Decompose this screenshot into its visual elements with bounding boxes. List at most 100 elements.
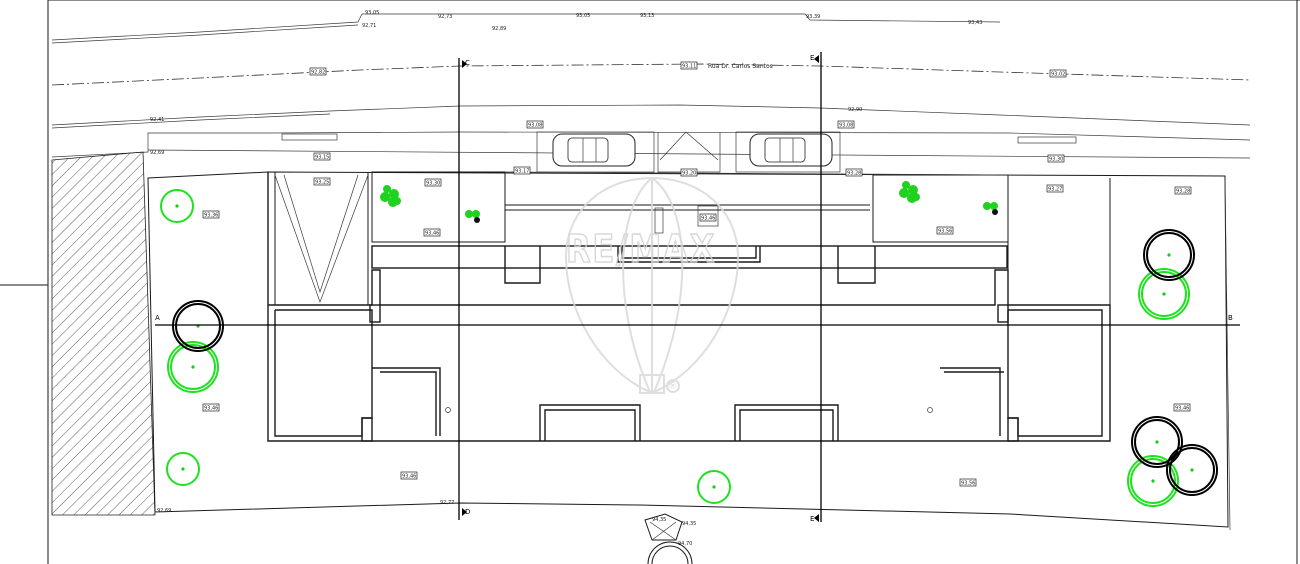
tree-icon — [1166, 444, 1218, 496]
svg-text:93,25: 93,25 — [315, 180, 329, 186]
level-tag: 92,82 — [309, 67, 327, 76]
elevation-label: 92,89 — [492, 26, 506, 32]
street-front — [281, 131, 1077, 234]
svg-text:93,30: 93,30 — [426, 181, 440, 187]
watermark-mark: ® — [669, 382, 678, 392]
tree-icon — [166, 452, 200, 486]
elevation-label: 93,13 — [640, 13, 654, 19]
level-tags: 92,82 93,11 93,02 93,08 93,08 93,15 93,3… — [202, 61, 1192, 487]
svg-text:93,27: 93,27 — [1048, 187, 1062, 193]
svg-text:93,20: 93,20 — [682, 171, 696, 177]
level-tag: 93,25 — [313, 177, 331, 186]
svg-text:93,46: 93,46 — [402, 474, 416, 480]
elevation-label: 94,70 — [678, 541, 692, 547]
section-markers: A B C D E E — [155, 54, 1233, 523]
svg-text:93,08: 93,08 — [839, 123, 853, 129]
tree-icon — [1143, 229, 1195, 281]
elevation-label: 92,77 — [440, 500, 454, 506]
level-tag: 93,46 — [1173, 403, 1191, 412]
elevation-label: 93,39 — [806, 14, 820, 20]
elevation-label: 93,05 — [576, 13, 590, 19]
shrub-icon — [983, 202, 998, 215]
svg-text:93,30: 93,30 — [1049, 157, 1063, 163]
level-tag: 93,56 — [959, 478, 977, 487]
level-tag: 93,30 — [424, 178, 442, 187]
watermark-text: RE/MAX — [566, 227, 716, 271]
remax-watermark: RE/MAX ® — [564, 176, 740, 394]
tree-icon — [160, 189, 194, 223]
bottom-entrance — [644, 513, 693, 564]
ramp-block — [274, 172, 369, 305]
svg-text:92,82: 92,82 — [311, 70, 325, 76]
elevation-label: 92,69 — [157, 508, 171, 514]
section-label-c-bottom: D — [465, 508, 470, 516]
car-left — [552, 133, 636, 167]
svg-text:93,46: 93,46 — [1175, 406, 1189, 412]
elevation-label: 94,35 — [682, 521, 696, 527]
elevation-label: 93,05 — [365, 10, 379, 16]
road-edges — [51, 13, 1251, 159]
level-tag: 93,28 — [1174, 186, 1192, 195]
elevation-label: 92,69 — [150, 150, 164, 156]
car-right — [749, 133, 833, 167]
svg-text:93,15: 93,15 — [315, 155, 329, 161]
elevation-points: 93,05 92,71 92,89 93,05 93,13 93,39 93,4… — [150, 10, 982, 547]
level-tag: 93,28 — [845, 168, 863, 177]
section-label-d-top: E — [810, 54, 814, 62]
level-tag: 93,56 — [936, 226, 954, 235]
neighbor-hatch — [51, 151, 156, 516]
elevation-label: 93,43 — [968, 20, 982, 26]
site-boundary — [147, 171, 1231, 531]
section-label-d-bottom: E — [810, 515, 814, 523]
svg-text:93,28: 93,28 — [847, 171, 861, 177]
level-tag: 93,08 — [526, 120, 544, 129]
section-label-a: A — [155, 314, 160, 322]
level-tag: 93,02 — [1049, 69, 1067, 78]
elevation-label: 94,35 — [652, 517, 666, 523]
level-tag: 93,27 — [1046, 184, 1064, 193]
level-tag: 93,46 — [699, 213, 717, 222]
street-name: Rua Dr. Carlos Santos — [708, 63, 773, 70]
trees-proposed — [172, 229, 1218, 496]
trees-existing — [160, 189, 1190, 507]
building-outline — [267, 172, 1111, 442]
svg-text:93,08: 93,08 — [528, 123, 542, 129]
level-tag: 93,15 — [313, 152, 331, 161]
tree-icon — [697, 470, 731, 504]
tree-icon — [1131, 416, 1183, 468]
level-tag: 93,46 — [423, 228, 441, 237]
level-tag: 93,08 — [837, 120, 855, 129]
svg-text:93,46: 93,46 — [701, 216, 715, 222]
section-label-c-top: C — [465, 59, 470, 67]
svg-text:93,46: 93,46 — [425, 231, 439, 237]
elevation-label: 92,73 — [438, 14, 452, 20]
svg-text:93,46: 93,46 — [204, 406, 218, 412]
level-tag: 93,36 — [202, 210, 220, 219]
svg-text:93,36: 93,36 — [204, 213, 218, 219]
svg-text:93,28: 93,28 — [1176, 189, 1190, 195]
svg-text:93,17: 93,17 — [515, 169, 529, 175]
svg-text:93,56: 93,56 — [938, 229, 952, 235]
shrub-icon — [380, 185, 401, 207]
level-tag: 93,17 — [513, 166, 531, 175]
elevation-label: 92,90 — [848, 107, 862, 113]
section-label-b: B — [1228, 314, 1233, 322]
level-tag: 93,46 — [202, 403, 220, 412]
svg-text:93,11: 93,11 — [682, 64, 696, 70]
shrub-icon — [465, 210, 480, 223]
tree-icon — [1127, 455, 1179, 507]
elevation-label: 92,71 — [362, 23, 376, 29]
tree-icon — [1138, 268, 1190, 320]
svg-text:93,02: 93,02 — [1051, 72, 1065, 78]
column-markers — [445, 407, 933, 413]
level-tag: 93,20 — [680, 168, 698, 177]
shrub-icons — [380, 181, 998, 223]
patios — [371, 171, 1111, 305]
shrub-icon — [899, 181, 920, 203]
level-tag: 93,11 — [680, 61, 698, 70]
tree-icon — [167, 341, 219, 393]
level-tag: 93,46 — [400, 471, 418, 480]
svg-text:93,56: 93,56 — [961, 481, 975, 487]
